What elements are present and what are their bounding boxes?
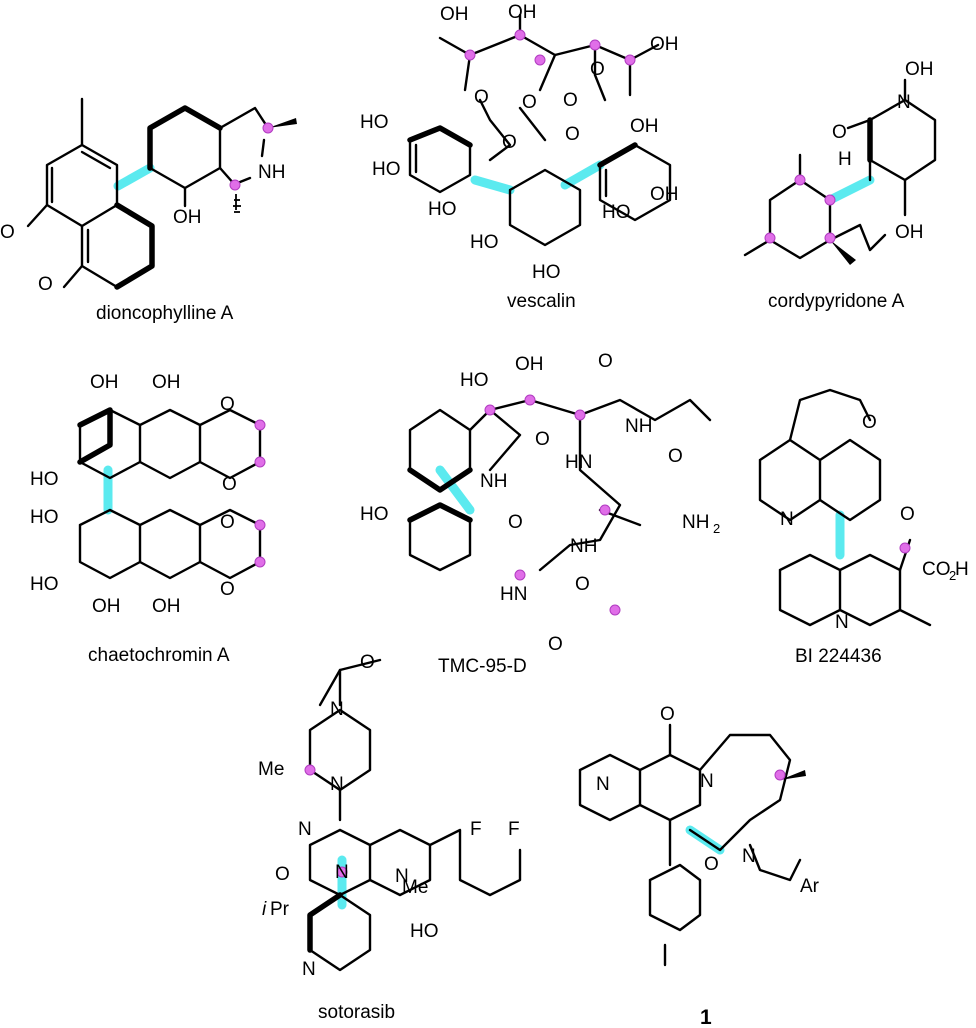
atom-label: O (668, 446, 683, 467)
compound-name: sotorasib (318, 1002, 395, 1023)
atom-label: HN (565, 452, 592, 473)
atom-label: Ar (800, 876, 820, 897)
atom-label: HO (532, 262, 561, 283)
atom-label: i (262, 899, 267, 920)
atom-label: O (548, 634, 563, 655)
compound-name: dioncophylline A (96, 303, 234, 324)
atom-label: HO (360, 112, 389, 133)
atom-label: HO (602, 202, 631, 223)
atom-label: OH (508, 2, 537, 23)
bi-224436-structure: O N O CO 2 H N BI 224436 (758, 388, 969, 667)
atom-label: N (780, 509, 794, 530)
compound-name: BI 224436 (795, 646, 882, 667)
atom-label: O (0, 222, 15, 243)
atom-subscript: 2 (713, 521, 720, 536)
atom-label: F (470, 819, 482, 840)
atom-label: OH (173, 207, 202, 228)
atom-label: N (742, 846, 756, 867)
atom-label: HO (410, 921, 439, 942)
atom-label: O (220, 579, 235, 600)
atom-label: OH (440, 4, 469, 25)
atom-label: N (330, 699, 344, 720)
sotorasib-structure: O N Me N N F F O N N i Pr Me HO N sotora… (258, 652, 522, 1023)
atom-label: O (275, 864, 290, 885)
atom-label: N (897, 92, 911, 113)
atom-label: OH (650, 34, 679, 55)
atom-label: NH (258, 162, 285, 183)
atom-label: OH (92, 596, 121, 617)
atom-label: HO (30, 469, 59, 490)
atom-label: HO (428, 199, 457, 220)
atom-label: HO (460, 370, 489, 391)
atom-label: O (474, 87, 489, 108)
atom-label: H (955, 559, 969, 580)
atom-label: O (535, 429, 550, 450)
atom-label: HO (30, 574, 59, 595)
atom-label: F (508, 819, 520, 840)
atom-label: HO (360, 504, 389, 525)
atom-label: H (838, 149, 852, 170)
vescalin-structure: OH OH OH O O O O O O HO HO HO HO HO OH H… (360, 2, 679, 312)
atom-label: OH (650, 184, 679, 205)
atom-label: O (590, 59, 605, 80)
atom-label: N (330, 774, 344, 795)
atom-label: O (502, 132, 517, 153)
atom-label: HO (372, 159, 401, 180)
atom-label: O (598, 351, 613, 372)
atom-label: Me (402, 877, 428, 898)
atom-label: NH (625, 416, 652, 437)
atom-label: NH (480, 471, 507, 492)
atom-label: HO (30, 507, 59, 528)
atom-label: N (302, 959, 316, 980)
compound-name: cordypyridone A (768, 291, 905, 312)
compound-1-structure: O N N N O Ar 1 (578, 704, 820, 1028)
atom-label: O (522, 92, 537, 113)
atom-label: O (360, 652, 375, 673)
atom-label: O (832, 122, 847, 143)
atom-label: N (335, 862, 349, 883)
atom-label: O (565, 124, 580, 145)
atom-label: N (700, 771, 714, 792)
atom-label: HO (470, 232, 499, 253)
atom-label: O (220, 394, 235, 415)
compound-name: TMC-95-D (438, 656, 527, 677)
atom-label: O (220, 512, 235, 533)
atom-label: OH (152, 596, 181, 617)
atom-label: CO (922, 559, 951, 580)
atom-label: OH (90, 372, 119, 393)
atom-label: N (835, 612, 849, 633)
cordypyridone-a-structure: O N OH OH H cordypyridone A (743, 59, 937, 312)
atom-label: O (660, 704, 675, 725)
atom-label: O (222, 474, 237, 495)
compound-name: chaetochromin A (88, 645, 230, 666)
atom-label: OH (152, 372, 181, 393)
atom-label: N (596, 774, 610, 795)
compound-name: vescalin (507, 291, 576, 312)
atom-label: O (508, 512, 523, 533)
atom-label: O (900, 504, 915, 525)
atom-label: OH (895, 222, 924, 243)
compound-name: 1 (700, 1006, 712, 1028)
atom-label: N (395, 866, 409, 887)
atom-label: NH (682, 512, 709, 533)
atom-label: NH (570, 536, 597, 557)
atom-subscript: 2 (949, 568, 956, 583)
atom-label: N (298, 819, 312, 840)
chaetochromin-a-structure: OH OH O HO O HO O HO OH OH O chaetochrom… (30, 372, 266, 666)
atom-label: O (563, 90, 578, 111)
dioncophylline-a-structure: O O NH OH dioncophylline A (0, 97, 297, 324)
atom-label: O (704, 854, 719, 875)
atom-label: OH (630, 116, 659, 137)
atom-label: O (575, 574, 590, 595)
atom-label: OH (515, 354, 544, 375)
atom-label: O (38, 274, 53, 295)
atom-label: OH (905, 59, 934, 80)
atom-label: Me (258, 759, 284, 780)
tmc-95-d-structure: HO OH O O NH NH HN O HO NH O NH 2 HN O O… (360, 351, 720, 677)
atom-label: Pr (270, 899, 290, 920)
atom-label: O (862, 412, 877, 433)
atom-label: HN (500, 584, 527, 605)
